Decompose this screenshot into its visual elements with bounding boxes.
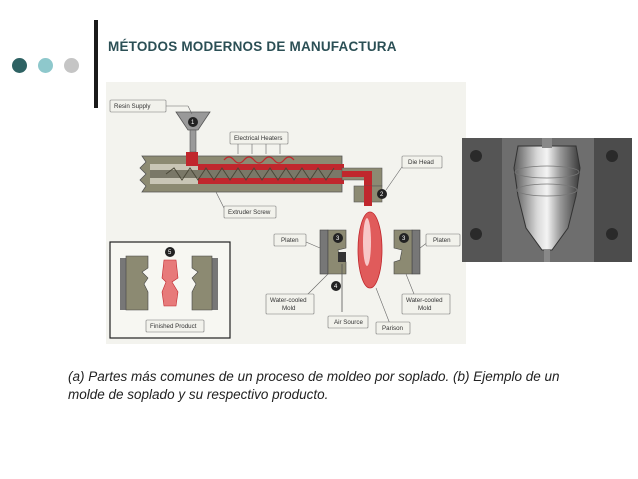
mold-right: 3 [393, 229, 421, 275]
svg-text:3: 3 [336, 236, 340, 242]
finished-product-inset: 5 Finished Product [109, 241, 231, 339]
label-platen-left: Platen [281, 237, 299, 244]
label-water-cooled-right-2: Mold [418, 305, 432, 312]
svg-text:1: 1 [191, 120, 195, 126]
hopper: 1 [175, 111, 211, 153]
svg-text:2: 2 [380, 192, 384, 198]
slide-title: MÉTODOS MODERNOS DE MANUFACTURA [108, 39, 397, 54]
mold-left: 3 4 [319, 229, 347, 312]
svg-text:5: 5 [168, 250, 172, 256]
label-water-cooled-left-2: Mold [282, 305, 296, 312]
label-extruder-screw: Extruder Screw [228, 209, 271, 216]
extruder-barrel [139, 152, 350, 193]
svg-text:3: 3 [402, 236, 406, 242]
blow-mold-photo [462, 138, 632, 262]
label-resin-supply: Resin Supply [114, 103, 151, 110]
blow-molding-diagram: 1 Resin Supply Electrical Heaters Extrud… [106, 82, 466, 344]
title-divider [94, 20, 98, 108]
dot-dark [12, 58, 27, 73]
label-electrical-heaters: Electrical Heaters [234, 135, 283, 142]
die-head: 2 [341, 167, 387, 206]
label-air-source: Air Source [334, 319, 363, 326]
label-finished-product: Finished Product [150, 323, 197, 330]
label-water-cooled-right-1: Water-cooled [406, 297, 443, 304]
label-platen-right: Platen [433, 237, 451, 244]
label-water-cooled-left-1: Water-cooled [270, 297, 307, 304]
label-die-head: Die Head [408, 159, 434, 166]
label-parison: Parison [382, 325, 404, 332]
dot-gray [64, 58, 79, 73]
svg-text:4: 4 [334, 284, 338, 290]
figure-caption: (a) Partes más comunes de un proceso de … [68, 369, 560, 402]
dot-light [38, 58, 53, 73]
